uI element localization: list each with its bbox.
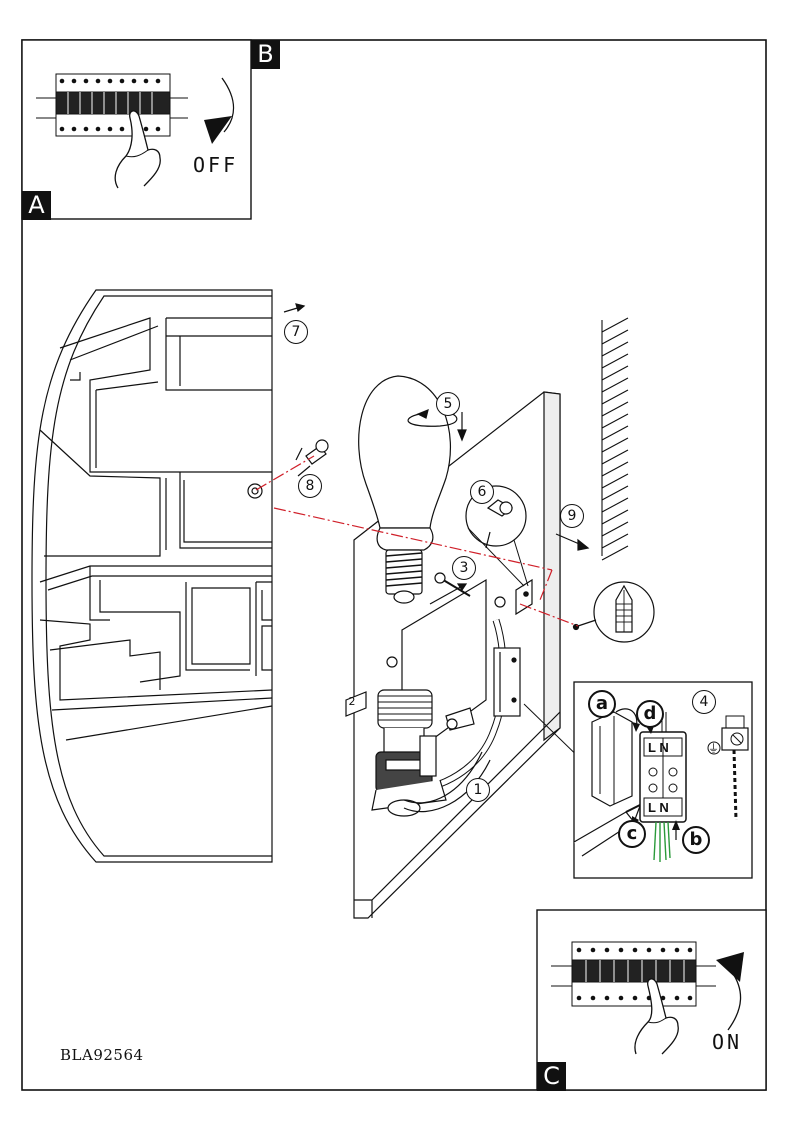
step-8-marker: 8	[298, 474, 322, 498]
lamp-holder	[371, 689, 491, 817]
panel-label-a: A	[22, 191, 51, 220]
plate-screw	[429, 572, 471, 605]
earth-symbol-icon: ⏚	[708, 742, 719, 755]
inset-switch-off	[21, 39, 252, 220]
motion-arrows	[283, 303, 590, 551]
alignment-lines	[255, 455, 579, 627]
breaker-block-off	[36, 73, 188, 137]
shade-screw	[305, 439, 329, 465]
step-2-marker: 2	[348, 695, 356, 708]
step-3-marker: 3	[452, 556, 476, 580]
step-5-marker: 5	[436, 392, 460, 416]
switch-on-text: ON	[712, 1030, 743, 1054]
inset-switch-on	[536, 909, 767, 1091]
product-code: BLA92564	[60, 1046, 144, 1064]
wiring-callout-c: c	[618, 820, 646, 848]
page-frame	[21, 39, 767, 1091]
switch-off-text: OFF	[193, 153, 239, 177]
breaker-block-on	[551, 941, 716, 1007]
wall-plug-detail	[572, 581, 655, 643]
step-1-marker: 1	[466, 778, 490, 802]
step-7-marker: 7	[284, 320, 308, 344]
arrow-off-icon	[221, 77, 235, 133]
terminal-top-label: L N	[648, 740, 669, 755]
step-6-marker: 6	[470, 480, 494, 504]
glass-shade	[31, 289, 273, 863]
step-9-marker: 9	[560, 504, 584, 528]
panel-label-b: B	[251, 40, 280, 69]
shade-screw-hole	[247, 483, 263, 499]
wiring-callout-d: d	[636, 700, 664, 728]
terminal-bottom-label: L N	[648, 800, 669, 815]
panel-label-c: C	[537, 1062, 566, 1091]
wall	[601, 317, 629, 561]
wiring-callout-a: a	[588, 690, 616, 718]
wiring-callout-b: b	[682, 826, 710, 854]
step-4-marker: 4	[692, 690, 716, 714]
